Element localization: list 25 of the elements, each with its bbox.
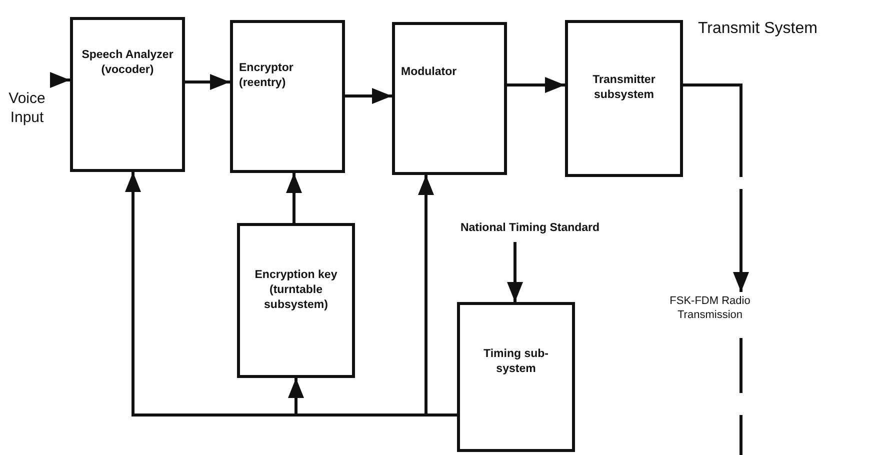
process-box — [392, 22, 507, 175]
arrow — [286, 173, 302, 223]
arrow — [185, 74, 230, 90]
box-label: Encryption key (turntable subsystem) — [254, 268, 338, 313]
box-label: Speech Analyzer (vocoder) — [80, 48, 174, 78]
process-box — [457, 302, 575, 452]
text-label: FSK-FDM Radio Transmission — [668, 294, 752, 323]
arrow — [507, 77, 565, 93]
connector-line — [740, 338, 742, 455]
box-label: Encryptor (reentry) — [239, 61, 294, 91]
box-label: Transmitter subsystem — [592, 73, 656, 103]
arrow — [683, 84, 749, 292]
arrow — [50, 72, 70, 88]
process-box — [237, 223, 355, 378]
text-label: Voice Input — [8, 90, 46, 128]
arrow — [418, 175, 457, 416]
arrow — [507, 242, 523, 302]
diagram-title: Transmit System — [698, 20, 818, 38]
process-box — [565, 20, 683, 177]
process-box — [70, 17, 185, 172]
box-label: Modulator — [401, 65, 458, 80]
box-label: Timing sub- system — [482, 347, 550, 377]
arrow — [345, 88, 392, 104]
process-box — [230, 20, 345, 173]
text-label: National Timing Standard — [459, 222, 601, 234]
